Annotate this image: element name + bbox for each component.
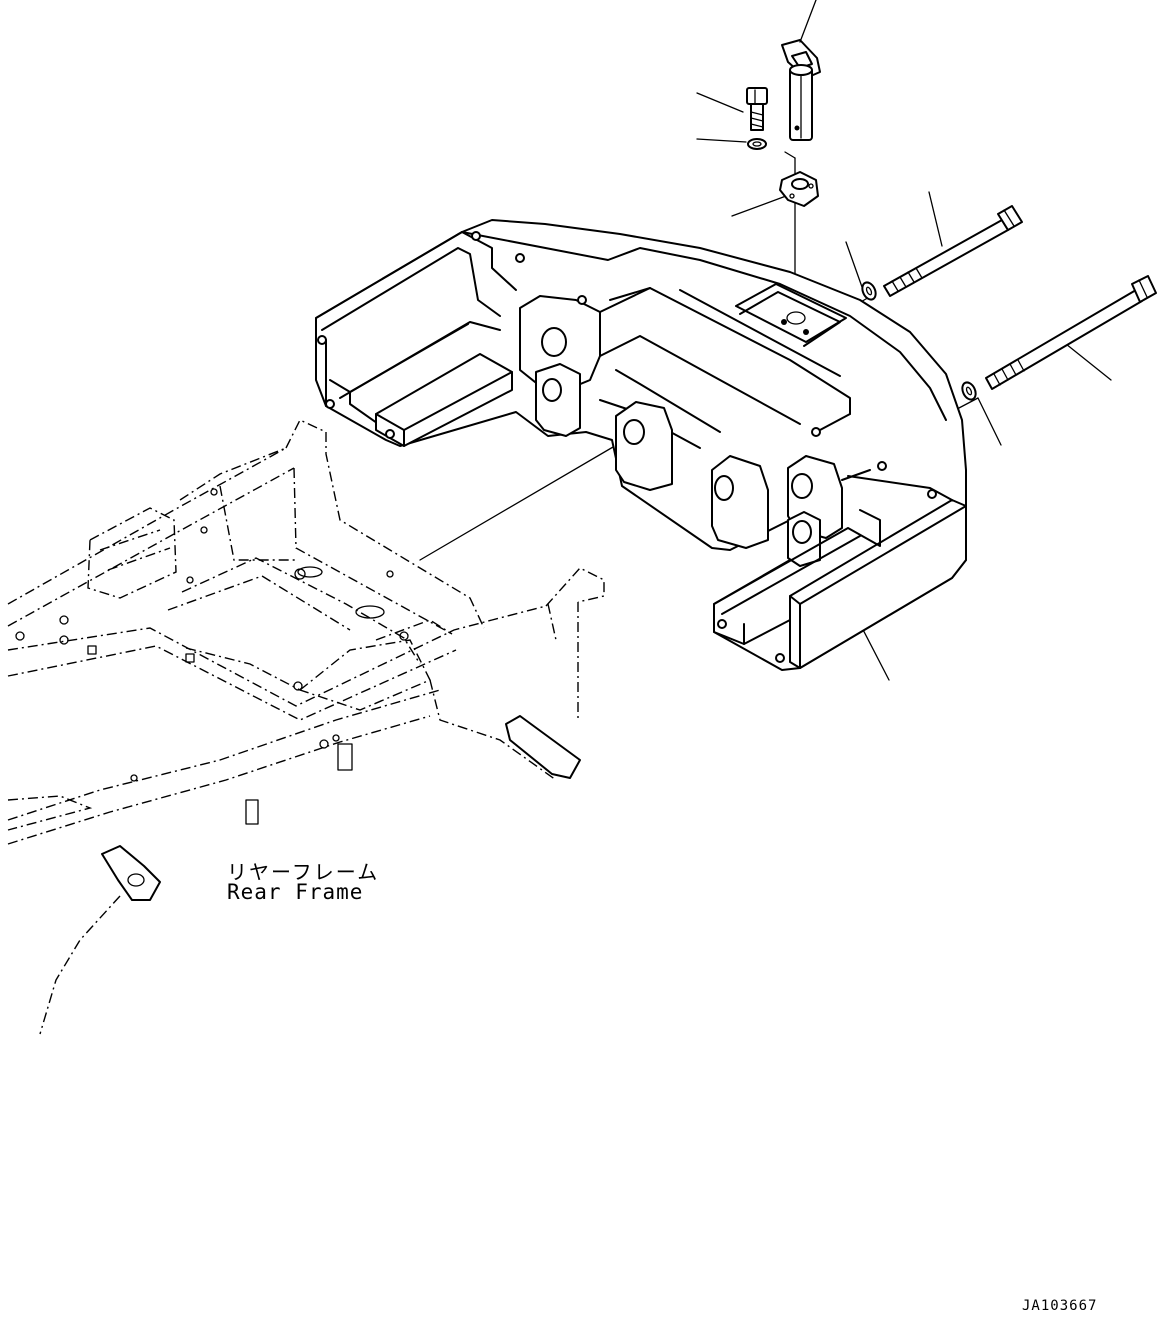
bolt-small <box>746 87 768 131</box>
rear-frame-label-jp: リヤーフレーム <box>227 860 380 884</box>
lifting-pin <box>781 39 821 141</box>
counterweight <box>315 219 967 671</box>
rear-frame <box>7 419 605 1035</box>
washer-small <box>747 138 767 150</box>
rear-frame-label-en: Rear Frame <box>227 880 364 904</box>
washer-upper <box>861 281 877 301</box>
washer-lower <box>961 381 977 401</box>
long-bolt-lower <box>985 275 1157 390</box>
long-bolt-upper <box>883 205 1023 297</box>
drawing-code: JA103667 <box>1022 1298 1098 1314</box>
pin-bracket-plate <box>779 171 819 207</box>
